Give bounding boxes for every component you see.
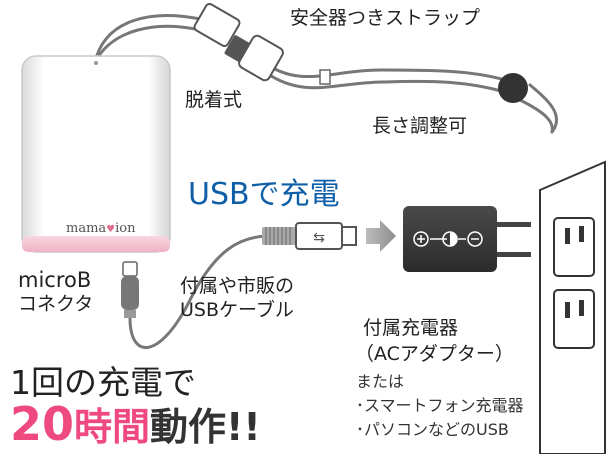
strap-safety-clip: [319, 69, 331, 85]
option-pc-usb: ･パソコンなどのUSB: [356, 420, 509, 439]
headline-line2: 20時間動作!!: [10, 396, 261, 451]
arrow-right-icon: [366, 220, 396, 252]
strap-connector: [193, 2, 284, 82]
cable-label-line1: 付属や市販の: [180, 275, 295, 297]
brand-text-left: mama: [66, 221, 107, 236]
usb-charge-title: USBで充電: [188, 177, 340, 212]
usb-a-plug: ⇆: [262, 222, 357, 250]
detach-label: 脱着式: [185, 89, 243, 111]
length-adjust-label: 長さ調整可: [372, 115, 468, 137]
device-brand-logo: mama♥ion: [66, 221, 135, 236]
cable-label-line2: USBケーブル: [180, 299, 294, 321]
brand-text-right: ion: [115, 221, 136, 236]
heart-icon: ♥: [106, 224, 116, 235]
headline-number: 20: [10, 397, 75, 451]
option-smartphone-charger: ･スマートフォン充電器: [356, 396, 524, 415]
charger-label-line1: 付属充電器: [363, 317, 459, 339]
headline-unit: 時間: [74, 405, 151, 449]
micro-b-label: microB: [18, 268, 92, 292]
headline-line1: 1回の充電で: [10, 363, 196, 402]
micro-b-plug: [121, 261, 139, 318]
svg-text:⇆: ⇆: [313, 230, 325, 246]
usb-cable: [128, 234, 271, 349]
connector-label: コネクタ: [18, 293, 94, 315]
charger-label-line2: （ACアダプター）: [355, 343, 514, 365]
or-label: または: [356, 372, 405, 391]
strap: [93, 14, 559, 134]
ac-adapter: [403, 206, 531, 272]
headline-rest: 動作!!: [150, 405, 261, 449]
strap-adjuster-bead: [498, 73, 528, 103]
wall-outlet: [539, 160, 606, 454]
device-body: [21, 55, 171, 253]
strap-label: 安全器つきストラップ: [290, 7, 481, 29]
